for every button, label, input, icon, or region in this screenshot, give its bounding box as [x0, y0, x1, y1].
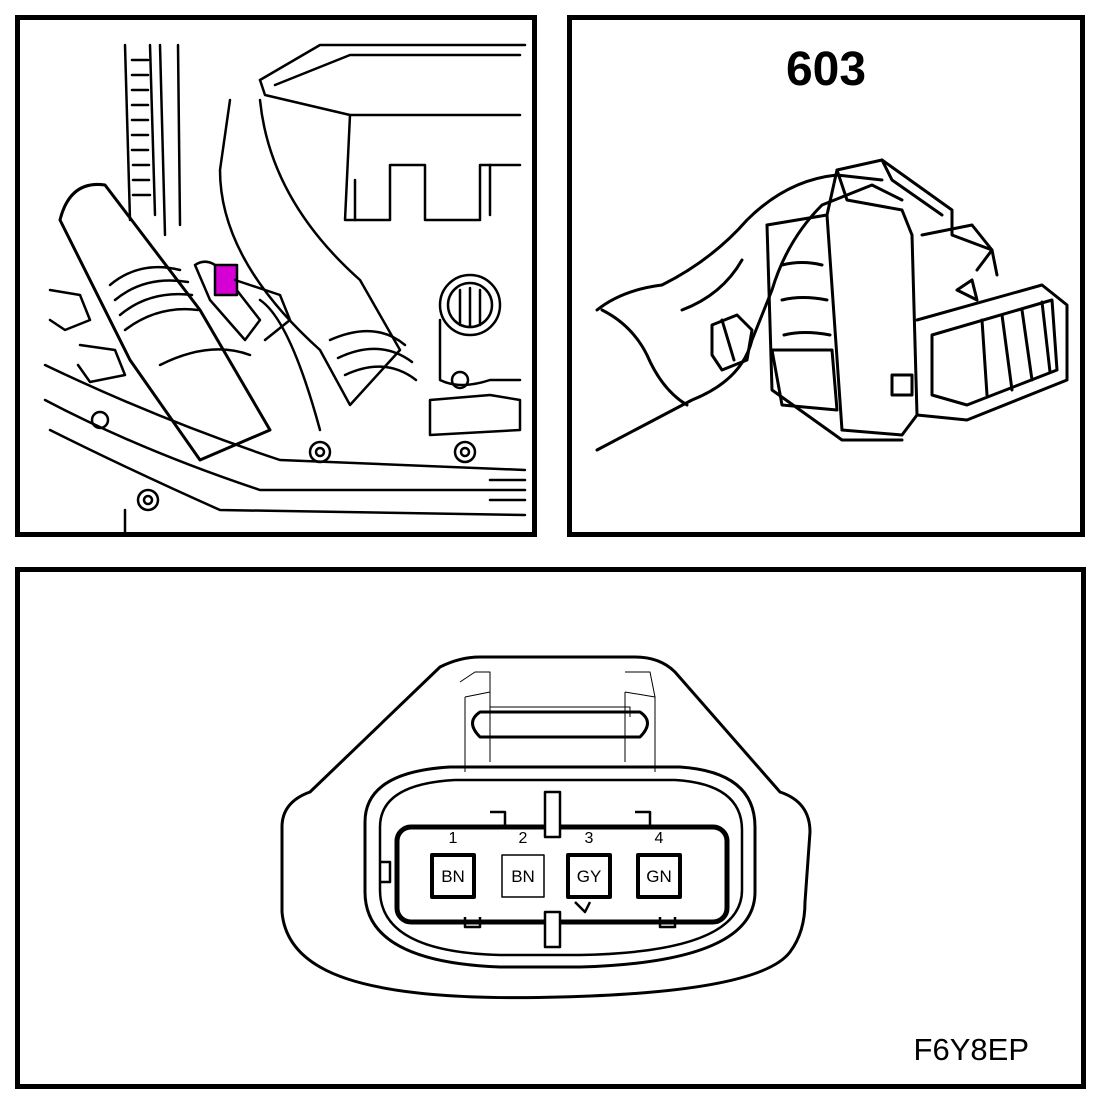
highlighted-connector-marker [213, 263, 239, 297]
connector-isometric-drawing [595, 158, 1069, 452]
pin-1-cavity [430, 853, 476, 899]
pin-1-number: 1 [448, 830, 458, 847]
pin-2-cavity [501, 854, 545, 898]
pin-4-number: 4 [654, 830, 664, 847]
pin-2-wire-color: BN [511, 867, 535, 886]
pin-1-wire-color: BN [441, 867, 465, 886]
connector-pinout-panel: 1 2 3 4 BN BN GY GN F6Y8EP [15, 567, 1086, 1089]
pin-3-number: 3 [584, 830, 594, 847]
connector-face-drawing [280, 655, 812, 1000]
engine-bay-location-panel [15, 15, 537, 537]
connector-number: 603 [785, 43, 867, 96]
pin-3-cavity [566, 853, 612, 899]
pin-2-number: 2 [518, 830, 528, 847]
pin-4-cavity [636, 853, 682, 899]
connector-view-panel: 603 [567, 15, 1085, 537]
figure-code: F6Y8EP [913, 1032, 1029, 1067]
engine-bay-drawing [43, 43, 527, 532]
pin-3-wire-color: GY [576, 867, 602, 886]
pin-4-wire-color: GN [646, 867, 672, 886]
